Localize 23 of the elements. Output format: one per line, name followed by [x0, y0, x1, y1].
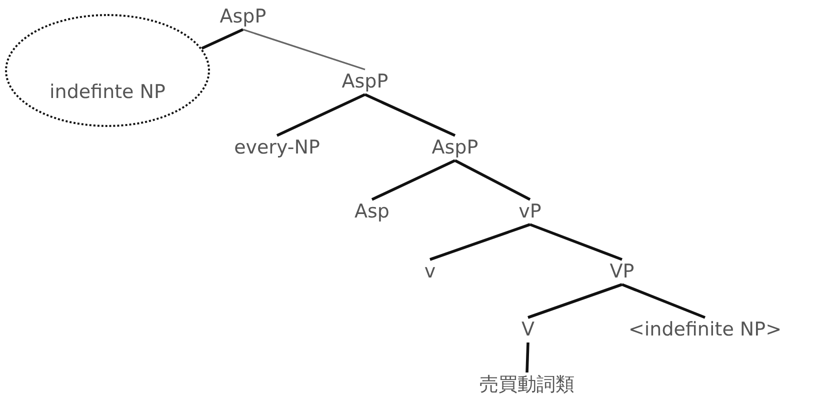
tree-branch — [530, 223, 622, 261]
tree-label: VP — [610, 262, 634, 282]
tree-label: every-NP — [234, 138, 320, 158]
tree-branch — [526, 342, 530, 373]
tree-branch — [364, 93, 456, 137]
tree-label: AspP — [342, 72, 388, 92]
tree-branch — [242, 28, 366, 70]
tree-branch — [621, 283, 706, 319]
tree-label: AspP — [432, 138, 478, 158]
tree-label: Asp — [354, 202, 390, 222]
tree-label: <indefinite NP> — [628, 320, 782, 340]
tree-label: vP — [518, 202, 542, 222]
tree-label: 売買動詞類 — [480, 376, 574, 394]
tree-branch — [430, 223, 530, 261]
tree-branch — [371, 159, 456, 201]
tree-branch — [528, 283, 622, 319]
tree-branch — [276, 93, 366, 137]
tree-label: V — [522, 320, 534, 340]
tree-branch — [201, 28, 244, 50]
tree-label: AspP — [220, 8, 266, 26]
tree-label: v — [424, 262, 436, 282]
tree-branch — [454, 159, 531, 201]
circled-node: indefinte NP — [5, 14, 210, 127]
